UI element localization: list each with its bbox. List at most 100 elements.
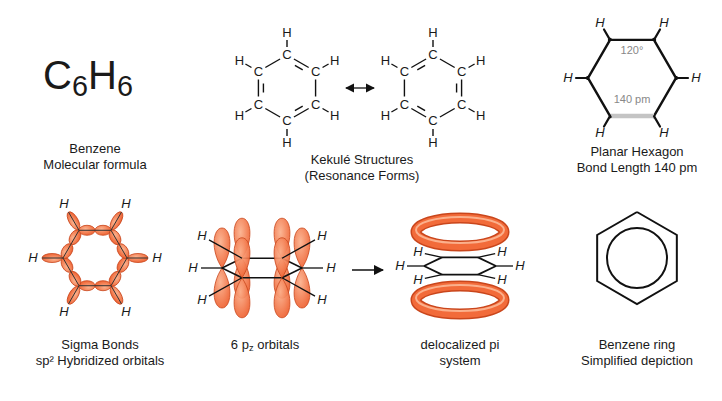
c-h-bond <box>391 109 397 113</box>
atom-label: H <box>330 107 339 123</box>
atom-label: C <box>254 63 263 79</box>
atom-label: H <box>413 244 422 260</box>
double-bond-line <box>456 84 457 93</box>
c-h-bond <box>604 30 610 40</box>
atom-label: C <box>254 96 263 112</box>
ring-edge <box>424 257 442 266</box>
resonance-arrow <box>346 87 374 88</box>
single-bond <box>404 80 405 97</box>
c-h-bond <box>676 77 688 79</box>
sigma-bond-axis <box>111 230 127 258</box>
atom-label: H <box>428 135 437 151</box>
atom-label: H <box>563 70 572 86</box>
atom-label: H <box>497 272 506 288</box>
sp2-orbital-lobe <box>65 284 83 306</box>
c-h-bond <box>478 275 495 279</box>
reaction-arrow <box>352 269 383 271</box>
pi-torus-outline <box>416 286 504 314</box>
angle-label: 120° <box>621 44 644 58</box>
c-h-bond <box>302 267 323 268</box>
atom-label: C <box>400 63 409 79</box>
atom-label: H <box>152 250 161 266</box>
atom-label: H <box>282 135 291 151</box>
atom-label: H <box>59 196 68 212</box>
atom-label: H <box>497 244 506 260</box>
c-h-bond <box>604 116 610 126</box>
atom-label: H <box>330 52 339 68</box>
c-h-bond <box>469 109 475 113</box>
caption: Kekulé Structures (Resonance Forms) <box>305 152 420 185</box>
atom-label: H <box>595 14 604 30</box>
double-bond-line <box>263 84 264 93</box>
atom-label: H <box>659 125 668 141</box>
atom-label: H <box>326 260 335 276</box>
atom-label: H <box>691 70 700 86</box>
ring-edge <box>478 257 496 266</box>
sp2-orbital-lobe <box>42 254 62 263</box>
caption: Planar Hexagon Bond Length 140 pm <box>577 144 698 177</box>
atom-label: C <box>311 63 320 79</box>
c-h-bond <box>323 109 329 113</box>
c-h-bond <box>432 40 433 47</box>
p-orbital-lobe <box>234 278 250 318</box>
c-h-bond <box>111 286 122 304</box>
atom-label: H <box>515 258 524 274</box>
double-bond-line <box>295 65 303 70</box>
atom-label: H <box>188 260 197 276</box>
ring-edge <box>654 39 677 79</box>
single-bond <box>440 59 455 68</box>
sigma-bond-axis <box>79 230 111 231</box>
pi-torus-outline <box>416 218 504 246</box>
atom-label: H <box>59 304 68 320</box>
single-bond <box>461 80 462 97</box>
double-bond-line <box>417 65 425 70</box>
aromatic-circle <box>607 228 667 288</box>
sigma-bond-axis <box>63 258 79 286</box>
atom-label: H <box>659 14 668 30</box>
ring-edge <box>442 256 478 258</box>
sp2-orbital-lobe <box>128 254 148 263</box>
c-h-bond <box>282 240 315 258</box>
benzene-hexagon <box>597 212 677 304</box>
atom-label: C <box>457 63 466 79</box>
bond-length-edge <box>610 114 654 119</box>
caption: Benzene ring Simplified depiction <box>581 337 693 370</box>
c-h-bond <box>209 240 242 258</box>
bond-length-label: 140 pm <box>614 93 651 107</box>
c-h-bond <box>407 265 424 266</box>
pi-torus <box>416 286 504 314</box>
double-bond-line <box>295 106 303 111</box>
ring-edge <box>442 274 478 276</box>
c-h-bond <box>245 109 251 113</box>
atom-label: C <box>428 113 437 129</box>
single-bond <box>258 80 259 97</box>
atom-label: H <box>282 25 291 41</box>
ring-edge <box>588 77 611 117</box>
double-bond-line <box>417 106 425 111</box>
atom-label: H <box>381 107 390 123</box>
c-h-bond <box>209 278 242 296</box>
c-h-bond <box>69 212 80 230</box>
atom-label: H <box>428 25 437 41</box>
atom-label: C <box>400 96 409 112</box>
atom-label: H <box>395 258 404 274</box>
c-h-bond <box>282 278 315 296</box>
ring-edge <box>588 39 611 79</box>
c-h-bond <box>201 267 222 268</box>
atom-label: C <box>428 47 437 63</box>
c-h-bond <box>111 212 122 230</box>
c-h-bond <box>496 265 513 266</box>
c-h-bond <box>127 258 148 259</box>
sp2-orbital-lobe <box>65 210 83 232</box>
p-orbital-lobe <box>214 268 230 308</box>
atom-label: C <box>282 113 291 129</box>
sp2-orbital-lobe <box>108 210 126 232</box>
atom-label: H <box>121 196 130 212</box>
single-bond <box>315 80 316 97</box>
pi-torus-highlight <box>416 285 504 311</box>
c-h-bond <box>469 64 475 68</box>
single-bond <box>265 109 280 118</box>
pi-torus-highlight <box>416 217 504 243</box>
atom-label: H <box>235 107 244 123</box>
